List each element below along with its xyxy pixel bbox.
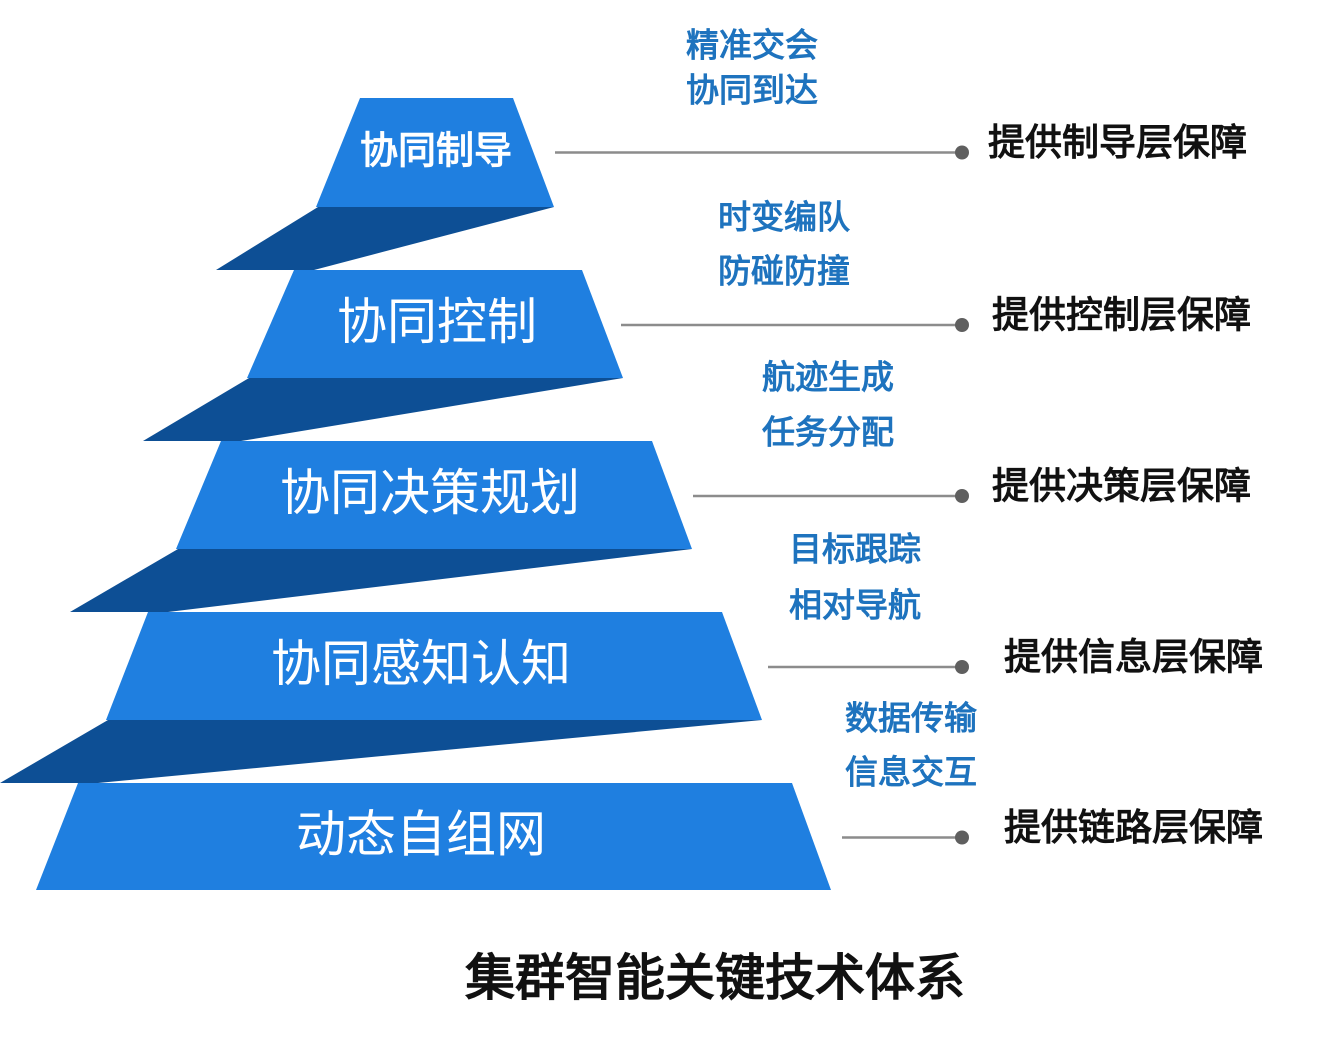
guarantee-label: 提供信息层保障 bbox=[1004, 636, 1263, 679]
function-label: 防碰防撞 bbox=[718, 252, 850, 291]
function-label: 信息交互 bbox=[845, 753, 977, 792]
connecting-bands bbox=[0, 207, 762, 783]
function-label: 协同到达 bbox=[686, 71, 818, 110]
tier-label: 协同控制 bbox=[337, 293, 537, 351]
tier-label: 协同决策规划 bbox=[280, 464, 580, 522]
guarantee-label: 提供决策层保障 bbox=[992, 465, 1251, 508]
function-label: 相对导航 bbox=[789, 586, 921, 625]
function-label: 目标跟踪 bbox=[789, 530, 921, 569]
function-label: 数据传输 bbox=[845, 699, 978, 738]
diagram-title: 集群智能关键技术体系 bbox=[464, 949, 965, 1007]
pyramid-tier bbox=[247, 270, 623, 378]
connector-dot bbox=[955, 660, 969, 674]
connecting-band bbox=[70, 549, 692, 612]
guarantee-label: 提供链路层保障 bbox=[1004, 806, 1263, 849]
connector-dot bbox=[955, 145, 969, 160]
function-label: 航迹生成 bbox=[762, 358, 894, 397]
guarantee-label: 提供控制层保障 bbox=[992, 294, 1251, 337]
connecting-band bbox=[0, 720, 762, 783]
connecting-band bbox=[216, 207, 554, 270]
guarantee-connectors bbox=[555, 145, 969, 845]
tier-label: 协同感知认知 bbox=[271, 635, 571, 693]
function-label: 精准交会 bbox=[686, 26, 818, 65]
tier-label: 动态自组网 bbox=[296, 806, 546, 864]
tier-label: 协同制导 bbox=[360, 129, 512, 173]
pyramid-tier bbox=[106, 612, 762, 720]
pyramid-tier bbox=[36, 783, 831, 890]
guarantee-label: 提供制导层保障 bbox=[988, 121, 1247, 164]
function-label: 任务分配 bbox=[762, 413, 894, 452]
connector-dot bbox=[955, 318, 969, 332]
connecting-band bbox=[143, 378, 623, 441]
connector-dot bbox=[955, 830, 969, 845]
pyramid-tier bbox=[316, 98, 554, 207]
connector-dot bbox=[955, 489, 969, 503]
pyramid-tier bbox=[176, 441, 692, 549]
function-label: 时变编队 bbox=[718, 198, 851, 237]
